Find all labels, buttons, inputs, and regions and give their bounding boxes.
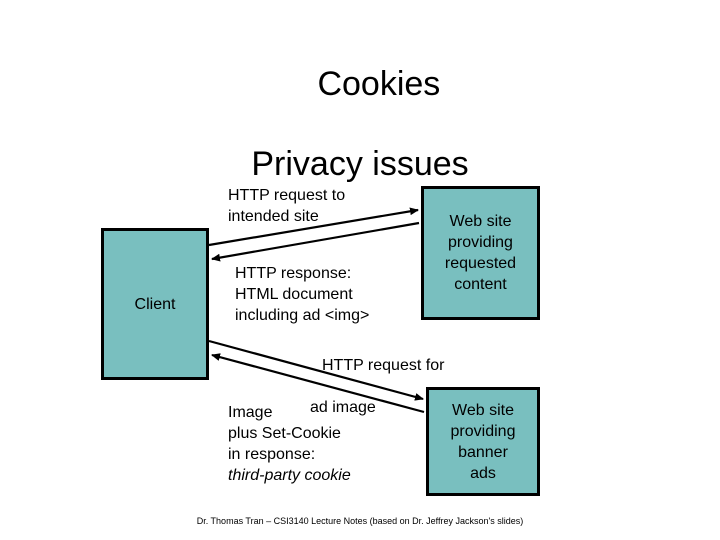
node-content-website-label: Web site providing requested content <box>444 213 517 293</box>
label-http-request-ad-image-line-2: ad image <box>310 399 376 416</box>
node-client-label: Client <box>134 295 176 313</box>
page-title-line-2: Privacy issues <box>251 145 469 183</box>
node-content-website: Web site providing requested content <box>421 186 540 320</box>
label-http-response-html: HTTP response: HTML document including a… <box>235 265 370 324</box>
label-image-set-cookie-body: Image plus Set-Cookie in response: <box>228 404 341 463</box>
label-http-request-ad-image: HTTP request for ad image <box>310 334 490 439</box>
page-title: Cookies Privacy issues <box>0 24 720 264</box>
slide-footer-attribution: Dr. Thomas Tran – CSI3140 Lecture Notes … <box>196 516 524 526</box>
page-title-line-1: Cookies <box>317 65 441 103</box>
label-http-request-ad-image-line-1: HTTP request for <box>322 357 445 374</box>
label-third-party-cookie: third-party cookie <box>228 467 351 484</box>
node-client: Client <box>101 228 209 380</box>
node-banner-ads-website-label: Web site providing banner ads <box>450 401 516 482</box>
node-banner-ads-website: Web site providing banner ads <box>426 387 540 496</box>
label-image-set-cookie: Image plus Set-Cookie in response: third… <box>228 381 438 486</box>
label-http-request-intended-site: HTTP request to intended site <box>228 187 346 225</box>
